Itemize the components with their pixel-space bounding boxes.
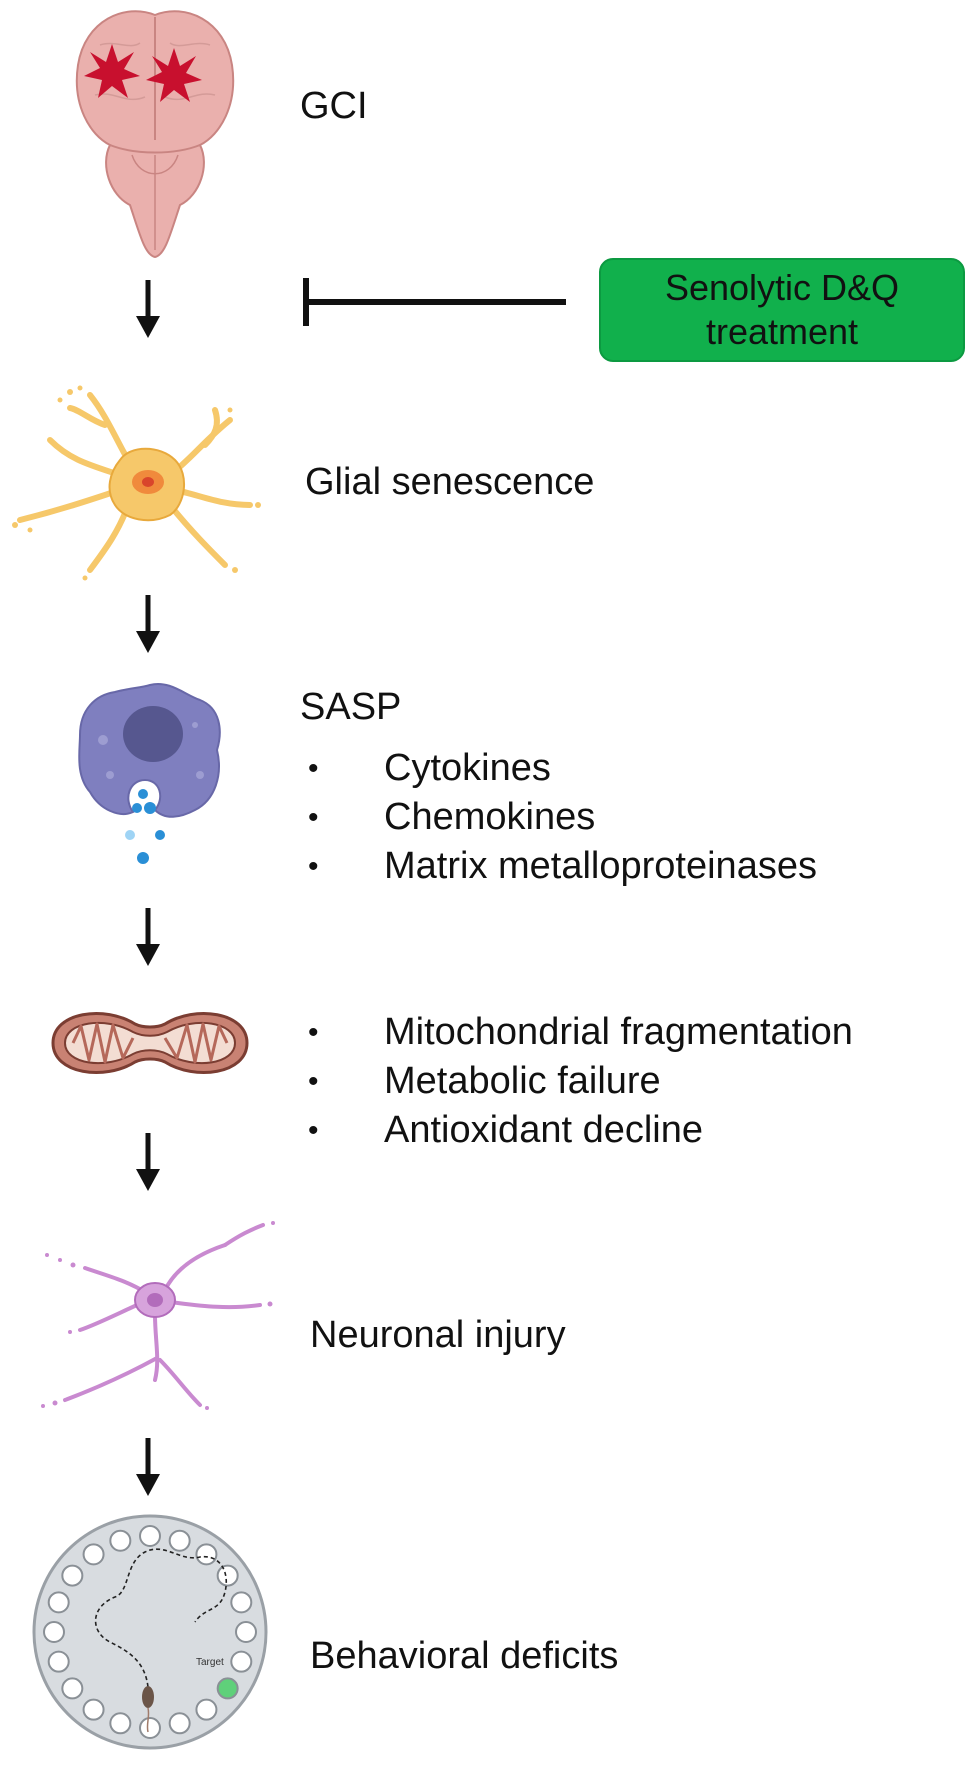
lesion-right-icon: [146, 48, 202, 102]
maze-hole: [61, 1677, 84, 1700]
step-behavioral-label: Behavioral deficits: [310, 1635, 619, 1677]
maze-hole: [109, 1712, 132, 1735]
maze-target-hole: [216, 1677, 239, 1700]
list-item: •Antioxidant decline: [308, 1106, 958, 1155]
arrow-down-icon: [136, 908, 160, 966]
maze-hole: [82, 1543, 105, 1566]
arrow-down-icon: [136, 1133, 160, 1191]
maze-hole: [82, 1698, 105, 1721]
treatment-line2: treatment: [705, 311, 859, 352]
inhibition-line: [303, 278, 566, 326]
sasp-cell-illustration: [78, 683, 221, 864]
arrow-down-icon: [136, 595, 160, 653]
maze-hole: [195, 1543, 218, 1566]
maze-hole: [139, 1525, 161, 1547]
mito-item: Metabolic failure: [384, 1060, 661, 1102]
maze-hole: [43, 1621, 65, 1643]
step-neuronal-label: Neuronal injury: [310, 1314, 566, 1356]
glial-cell-illustration: [12, 385, 261, 581]
maze-hole: [168, 1712, 191, 1735]
arrow-down-icon: [136, 280, 160, 338]
mito-item: Antioxidant decline: [384, 1109, 703, 1151]
list-item: •Metabolic failure: [308, 1057, 958, 1106]
mitochondrion-illustration: [51, 1011, 249, 1075]
list-item: •Matrix metalloproteinases: [308, 842, 948, 891]
list-item: •Mitochondrial fragmentation: [308, 1008, 958, 1057]
mito-item: Mitochondrial fragmentation: [384, 1011, 853, 1053]
sasp-item: Matrix metalloproteinases: [384, 845, 817, 887]
list-item: •Cytokines: [308, 744, 948, 793]
maze-hole: [109, 1529, 132, 1552]
mito-list: •Mitochondrial fragmentation •Metabolic …: [308, 1008, 958, 1155]
maze-hole: [195, 1698, 218, 1721]
maze-target-label: Target: [196, 1657, 224, 1668]
sasp-item: Cytokines: [384, 747, 551, 789]
maze-hole: [47, 1591, 70, 1614]
maze-hole: [61, 1564, 84, 1587]
arrow-down-icon: [136, 1438, 160, 1496]
treatment-line1: Senolytic D&Q: [664, 267, 900, 308]
maze-hole: [47, 1650, 70, 1673]
barnes-maze-illustration: [32, 1514, 268, 1750]
step-sasp-label: SASP: [300, 686, 402, 728]
maze-hole: [230, 1650, 253, 1673]
step-gci-label: GCI: [300, 85, 368, 127]
step-glial-label: Glial senescence: [305, 461, 595, 503]
maze-hole: [216, 1564, 239, 1587]
list-item: •Chemokines: [308, 793, 948, 842]
maze-hole: [230, 1591, 253, 1614]
neuron-illustration: [41, 1221, 275, 1410]
maze-hole: [139, 1717, 161, 1739]
maze-hole: [168, 1529, 191, 1552]
sasp-item: Chemokines: [384, 796, 596, 838]
lesion-left-icon: [84, 44, 140, 98]
maze-hole: [235, 1621, 257, 1643]
sasp-list: •Cytokines •Chemokines •Matrix metallopr…: [308, 744, 948, 891]
treatment-box: Senolytic D&Q treatment: [599, 258, 965, 362]
